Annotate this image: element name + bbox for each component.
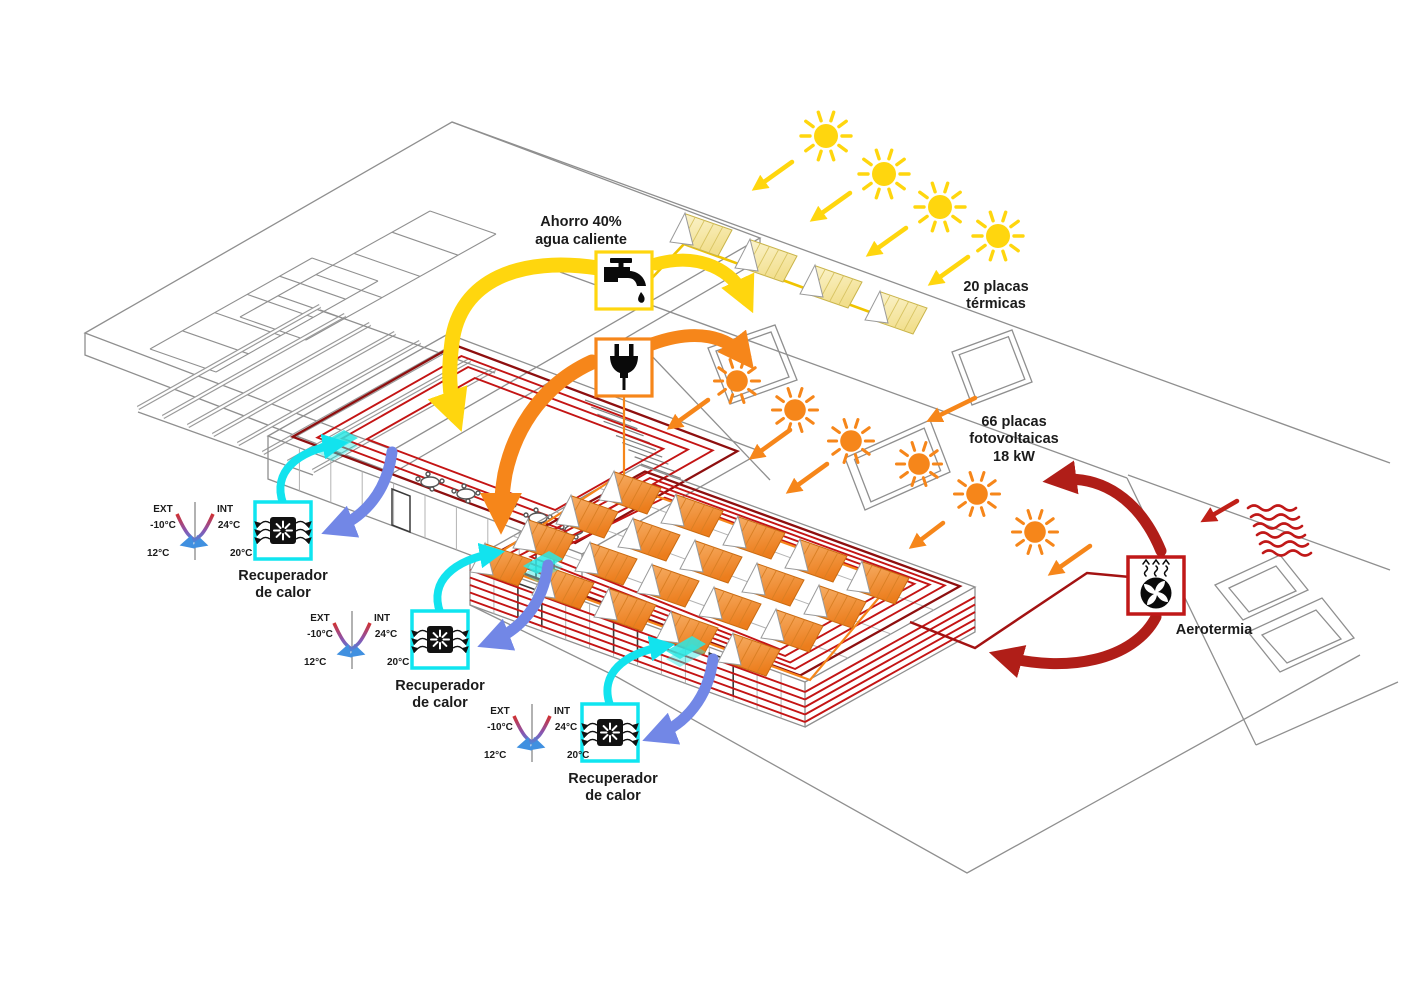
supply-air-arrow-2 [433,542,506,616]
thermal-panel [734,238,798,283]
heat-exchange-diagram-3: EXT INT -10°C 24°C 12°C 20°C [484,704,589,762]
sun-icon [952,471,1002,517]
plug-icon [610,344,638,390]
aerothermal-unit [1126,555,1186,616]
heat-wave-lines [1246,504,1313,557]
sun-icon [1010,509,1060,555]
hot-water-box [594,250,654,311]
sun-icon [799,110,853,162]
electricity-box [594,337,654,398]
aerothermal-label: Aerotermia [1176,622,1253,638]
ext-out-temp: 12°C [147,548,169,559]
flow-arrows [276,253,1240,745]
thermal-panels-label-2: térmicas [966,296,1026,312]
ramp-skylights [1213,554,1356,673]
heat-recovery-label-3b: de calor [585,788,641,804]
heat-recovery-unit-1 [255,502,311,559]
int-label: INT [554,706,570,717]
ext-out-temp: 12°C [304,657,326,668]
int-label: INT [374,613,390,624]
pv-panels-label-3: 18 kW [993,449,1035,465]
ext-out-temp: 12°C [484,750,506,761]
sun-icon [913,181,967,233]
sun-icon [770,387,820,433]
supply-air-arrow-3 [603,635,676,709]
aerothermal-arrow-lower [988,611,1162,678]
hot-water-note: Ahorro 40% [540,214,621,230]
sun-icon [857,148,911,200]
electricity-arrow [645,329,754,370]
thermal-panel [864,290,928,335]
int-in-temp: 24°C [218,520,240,531]
air-intake-arrow [1200,498,1240,523]
electricity-arrow-2 [480,354,600,535]
heat-exchange-diagram-2: EXT INT -10°C 24°C 12°C 20°C [304,611,409,669]
thermal-suns [751,110,1025,286]
ext-label: EXT [490,706,509,717]
sun-icon [971,210,1025,262]
int-out-temp: 20°C [387,657,409,668]
int-label: INT [217,504,233,515]
heat-recovery-label-2: Recuperador [395,678,485,694]
parking-stripes [149,210,497,373]
faucet-icon [604,258,646,303]
site-wireframe [83,121,1399,874]
ext-in-temp: -10°C [150,520,176,531]
int-out-temp: 20°C [230,548,252,559]
ext-in-temp: -10°C [487,722,513,733]
heat-recovery-label-1: Recuperador [238,568,328,584]
ext-label: EXT [310,613,329,624]
exhaust-air-arrow-3 [642,653,719,745]
text-labels: Ahorro 40% agua caliente 20 placas térmi… [238,214,1253,804]
heat-recovery-unit-2 [412,611,468,668]
heat-recovery-unit-3 [582,704,638,761]
pv-suns [666,358,1093,576]
int-in-temp: 24°C [555,722,577,733]
int-in-temp: 24°C [375,629,397,640]
thermal-panel-array [651,212,928,335]
pv-panels-label: 66 placas [981,414,1046,430]
hot-water-note-2: agua caliente [535,232,627,248]
fan-icon [1140,558,1172,609]
aerothermal-arrow-upper [1042,460,1167,557]
thermal-panel [799,264,863,309]
hot-water-arrow [427,257,606,432]
aerothermal-pipe [909,571,1131,650]
heat-recovery-label-2b: de calor [412,695,468,711]
heat-recovery-label-3: Recuperador [568,771,658,787]
ext-in-temp: -10°C [307,629,333,640]
thermal-panels-label: 20 placas [963,279,1028,295]
exhaust-air-arrow-1 [321,446,398,538]
pv-panels-label-2: fotovoltaicas [969,431,1058,447]
exhaust-air-arrow-2 [477,559,554,651]
heat-recovery-label-1b: de calor [255,585,311,601]
ext-label: EXT [153,504,172,515]
hot-water-arrow-2 [649,253,755,314]
heat-exchange-diagram-1: EXT INT -10°C 24°C 12°C 20°C [147,502,252,560]
int-out-temp: 20°C [567,750,589,761]
supply-air-arrow-1 [276,433,349,507]
